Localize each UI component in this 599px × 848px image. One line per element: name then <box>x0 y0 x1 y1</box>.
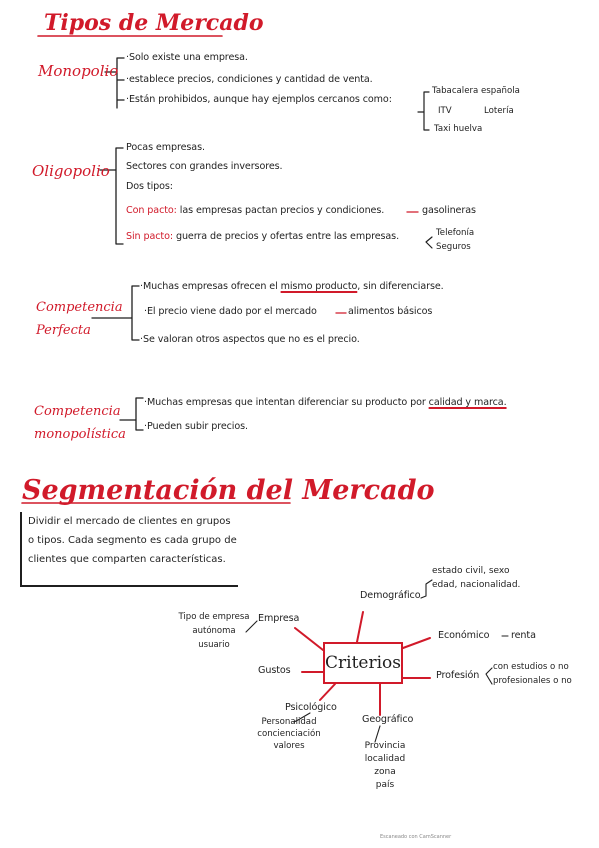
empresa-label: Empresa <box>258 613 300 624</box>
sin-pacto-row: Sin pacto: guerra de precios y ofertas e… <box>126 231 399 242</box>
con-pacto-text: las empresas pactan precios y condicione… <box>179 205 385 216</box>
geografico-sub-1: Provincia <box>364 741 406 751</box>
profesion-sub-1: con estudios o no <box>493 662 569 672</box>
perfecta-label: Competencia Perfecta <box>36 296 123 342</box>
empresa-sub: Tipo de empresa autónoma usuario <box>172 610 256 652</box>
demografico-sub: estado civil, sexo edad, nacionalidad. <box>432 564 520 592</box>
monopolio-item-2: ·establece precios, condiciones y cantid… <box>126 74 373 85</box>
monopolio-example-4: Taxi huelva <box>434 124 483 134</box>
line-psicologico <box>319 683 336 701</box>
monopolistica-item-2: ·Pueden subir precios. <box>144 421 248 432</box>
perfecta-bracket <box>91 285 140 341</box>
demografico-label: Demográfico <box>360 590 421 601</box>
empresa-sub-2: autónoma <box>192 626 236 636</box>
monopolistica-item-1-underlined: calidad y marca. <box>428 397 507 408</box>
monopolistica-bracket <box>119 397 144 431</box>
sin-pacto-text: guerra de precios y ofertas entre las em… <box>175 231 400 242</box>
perfecta-item-2: ·El precio viene dado por el mercado <box>144 306 317 317</box>
line-empresa <box>294 627 324 651</box>
perfecta-label-line-2: Perfecta <box>36 323 91 338</box>
perfecta-label-line-1: Competencia <box>36 300 123 315</box>
con-pacto-label: Con pacto: <box>126 205 177 216</box>
con-pacto-row: Con pacto: las empresas pactan precios y… <box>126 205 384 216</box>
oligopolio-item-1: Pocas empresas. <box>126 142 205 153</box>
psicologico-label: Psicológico <box>285 702 337 713</box>
monopolio-examples-bracket <box>417 91 430 131</box>
monopolistica-label: Competencia monopolística <box>34 400 126 446</box>
empresa-sub-3: usuario <box>198 640 230 650</box>
empresa-sub-1: Tipo de empresa <box>178 612 250 622</box>
oligopolio-item-2: Sectores con grandes inversores. <box>126 161 283 172</box>
sin-pacto-label: Sin pacto: <box>126 231 173 242</box>
monopolio-example-3: Lotería <box>484 106 514 116</box>
geografico-label: Geográfico <box>362 714 414 725</box>
profesion-label: Profesión <box>436 670 480 681</box>
geografico-sub: Provincia localidad zona país <box>360 740 410 792</box>
oligopolio-item-3: Dos tipos: <box>126 181 173 192</box>
criterios-label: Criterios <box>325 653 401 673</box>
economico-sub: renta <box>511 630 536 641</box>
profesion-sub: con estudios o no profesionales o no <box>493 660 572 688</box>
perfecta-item-1-underlined: mismo producto <box>280 281 358 292</box>
gustos-label: Gustos <box>258 665 291 676</box>
profesion-sub-2: profesionales o no <box>493 676 572 686</box>
monopolistica-label-line-2: monopolística <box>34 427 126 442</box>
monopolio-example-2: ITV <box>438 106 452 116</box>
segmentacion-title: Segmentación del Mercado <box>22 475 435 506</box>
geografico-sub-3: zona <box>374 767 396 777</box>
line-economico <box>402 637 431 649</box>
geografico-sub-2: localidad <box>364 754 406 764</box>
monopolistica-item-1: ·Muchas empresas que intentan diferencia… <box>144 397 507 408</box>
perfecta-item-1: ·Muchas empresas ofrecen el mismo produc… <box>140 281 444 292</box>
monopolistica-label-line-1: Competencia <box>34 404 121 419</box>
sin-pacto-bracket <box>425 236 433 249</box>
con-pacto-example: gasolineras <box>422 205 476 216</box>
perfecta-item-1-b: , sin diferenciarse. <box>357 281 444 292</box>
monopolio-bracket <box>104 57 125 109</box>
monopolistica-item-1-a: ·Muchas empresas que intentan diferencia… <box>144 397 426 408</box>
geografico-sub-4: país <box>375 780 395 790</box>
demografico-sub-2: edad, nacionalidad. <box>432 580 521 590</box>
economico-label: Económico <box>438 630 490 641</box>
scanner-watermark: Escaneado con CamScanner <box>380 834 452 840</box>
perfecta-item-1-a: ·Muchas empresas ofrecen el <box>140 281 278 292</box>
oligopolio-label: Oligopolio <box>32 162 110 180</box>
monopolio-label: Monopolio <box>38 62 119 80</box>
oligopolio-bracket <box>99 147 124 245</box>
perfecta-item-2-example: alimentos básicos <box>348 306 433 317</box>
sin-pacto-example-1: Telefonía <box>436 228 475 238</box>
psicologico-sub-1: Personalidad <box>261 717 317 727</box>
definition-frame <box>20 512 238 587</box>
sin-pacto-example-2: Seguros <box>436 242 471 252</box>
monopolio-example-1: Tabacalera española <box>432 86 520 96</box>
line-demografico <box>356 611 364 643</box>
monopolio-item-1: ·Solo existe una empresa. <box>126 52 248 63</box>
psicologico-sub-3: valores <box>273 741 305 751</box>
page-title: Tipos de Mercado <box>44 10 264 36</box>
monopolio-item-3: ·Están prohibidos, aunque hay ejemplos c… <box>126 94 392 105</box>
perfecta-item-3: ·Se valoran otros aspectos que no es el … <box>140 334 360 345</box>
segmentacion-definition: Dividir el mercado de clientes en grupos… <box>28 516 237 565</box>
psicologico-sub-2: concienciación <box>257 729 321 739</box>
psicologico-sub: Personalidad concienciación valores <box>244 716 334 752</box>
criterios-box: Criterios <box>323 642 403 684</box>
demografico-sub-1: estado civil, sexo <box>432 566 510 576</box>
